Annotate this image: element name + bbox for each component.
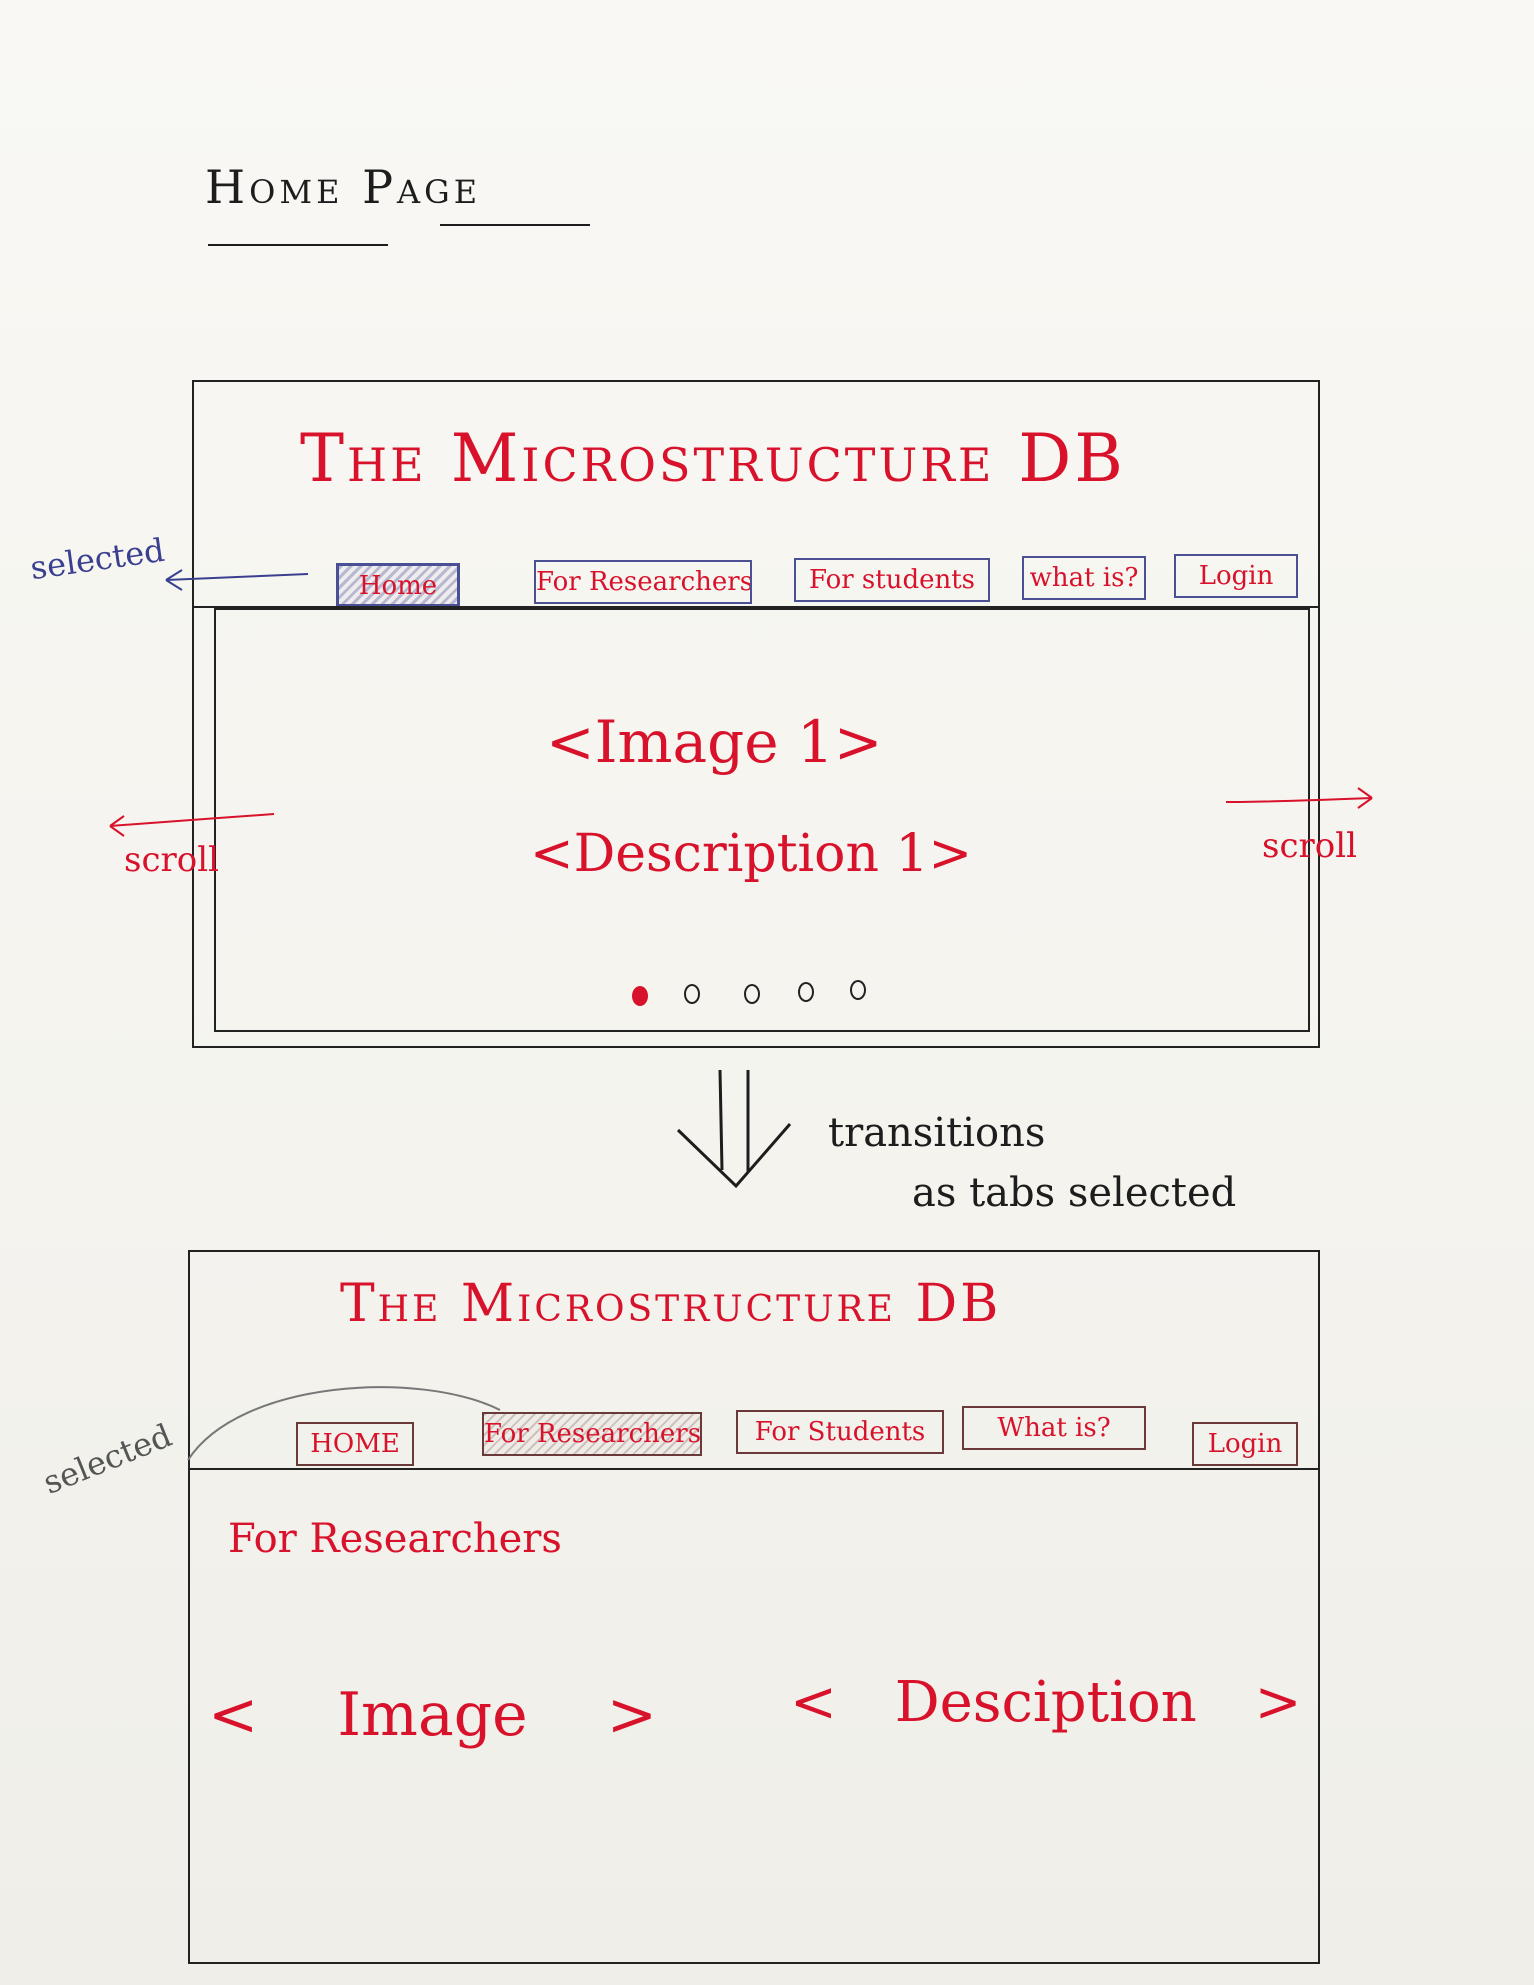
scroll-right-arrow [1225, 797, 1373, 803]
researchers-nav-divider [188, 1468, 1320, 1470]
tab2-login[interactable]: Login [1192, 1422, 1298, 1466]
carousel-description-placeholder: <Description 1> [530, 824, 973, 884]
tab-for-researchers[interactable]: For Researchers [534, 560, 752, 604]
page-title-underline-2 [440, 224, 590, 226]
researchers-site-title: The Microstructure DB [340, 1274, 1002, 1334]
transition-note-line-1: transitions [828, 1110, 1046, 1156]
researchers-image-placeholder: < Image > [208, 1680, 657, 1750]
home-nav-divider [194, 606, 1318, 608]
tab-home[interactable]: Home [336, 563, 460, 607]
transition-arrowhead [676, 1123, 792, 1189]
scroll-left-arrowhead [109, 815, 125, 837]
carousel-dot-3[interactable] [744, 984, 760, 1004]
tab2-what-is[interactable]: What is? [962, 1406, 1146, 1450]
tab2-for-researchers[interactable]: For Researchers [482, 1412, 702, 1456]
home-carousel [214, 608, 1310, 1032]
scroll-right-arrowhead [1357, 787, 1373, 809]
tab-login[interactable]: Login [1174, 554, 1298, 598]
carousel-dot-4[interactable] [798, 982, 814, 1002]
researchers-section-heading: For Researchers [228, 1516, 562, 1562]
transition-arrow-shaft-left [718, 1069, 724, 1171]
selected-arc-researchers [187, 1386, 501, 1461]
carousel-image-placeholder: <Image 1> [546, 708, 883, 776]
home-wireframe-outer [192, 380, 1320, 1048]
carousel-dot-2[interactable] [684, 984, 700, 1004]
scroll-left-arrow [109, 813, 275, 827]
researchers-description-placeholder: < Desciption > [790, 1670, 1302, 1735]
tab-for-students[interactable]: For students [794, 558, 990, 602]
home-site-title: The Microstructure DB [300, 420, 1126, 497]
researchers-wireframe-outer [188, 1250, 1320, 1964]
tab-what-is[interactable]: what is? [1022, 556, 1146, 600]
carousel-dot-1[interactable] [632, 986, 648, 1006]
carousel-dot-5[interactable] [850, 980, 866, 1000]
selected-arrow-home [165, 573, 309, 581]
scroll-left-label: scroll [124, 840, 219, 880]
tab2-home[interactable]: HOME [296, 1422, 414, 1466]
transition-note-line-2: as tabs selected [912, 1170, 1237, 1216]
selected-arrowhead-home [165, 569, 183, 591]
scroll-right-label: scroll [1262, 826, 1357, 866]
tab2-for-students[interactable]: For Students [736, 1410, 944, 1454]
page-title: Home Page [205, 160, 482, 214]
page-title-underline-1 [208, 244, 388, 246]
